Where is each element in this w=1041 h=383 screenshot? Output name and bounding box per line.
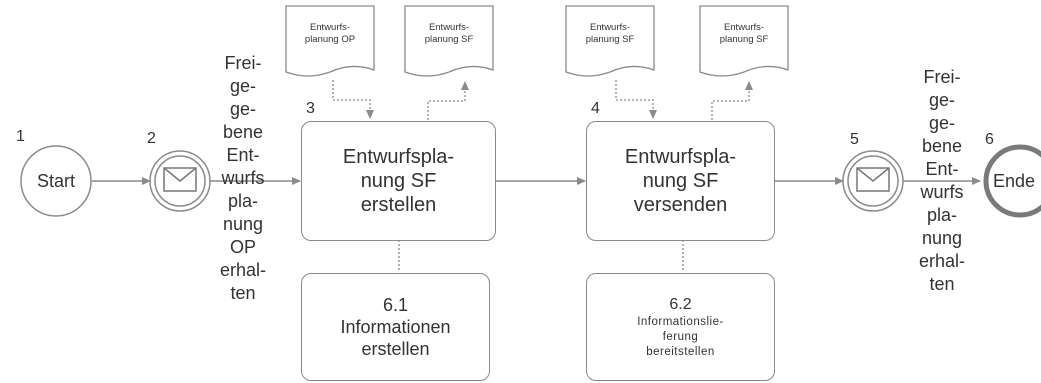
subprocess-6-2: 6.2 Informationslie- ferung bereitstelle… xyxy=(586,273,775,381)
document-label-in-task4: Entwurfs- planung SF xyxy=(585,22,635,45)
end-event-label: Ende xyxy=(993,171,1036,191)
step-number-3: 3 xyxy=(306,100,315,117)
association-task3-doc-out xyxy=(427,81,469,120)
start-event-circle xyxy=(20,145,92,217)
step-number-1: 1 xyxy=(16,128,25,145)
end-event-circle xyxy=(983,144,1041,218)
document-label-out-task4: Entwurfs- planung SF xyxy=(719,22,769,45)
start-event-label: Start xyxy=(36,171,75,191)
task-entwurfsplanung-erstellen: Entwurfspla- nung SF erstellen xyxy=(301,121,496,241)
step-number-6: 6 xyxy=(985,131,994,148)
document-shape-in-task4 xyxy=(565,5,655,77)
subprocess-6-1: 6.1 Informationen erstellen xyxy=(301,273,490,381)
document-label-out-task3: Entwurfs- planung SF xyxy=(424,22,474,45)
step-number-5: 5 xyxy=(850,131,859,148)
envelope-icon xyxy=(163,167,197,192)
subprocess-label: 6.1 Informationen erstellen xyxy=(340,295,451,359)
message-event-2-label: Frei- ge- ge- bene Ent- wurfs pla- nung … xyxy=(219,53,267,303)
association-task4-doc-out xyxy=(711,81,753,120)
association-doc-in-task4 xyxy=(615,80,657,119)
step-number-2: 2 xyxy=(147,130,156,147)
association-doc-in-task3 xyxy=(332,80,374,119)
task-label: Entwurfspla- nung SF versenden xyxy=(624,146,737,216)
message-event-5-label: Frei- ge- ge- bene Ent- wurfs pla- nung … xyxy=(918,67,966,294)
task-label: Entwurfspla- nung SF erstellen xyxy=(342,146,455,216)
subprocess-number: 6.2 xyxy=(669,295,692,313)
document-label-in-task3: Entwurfs- planung OP xyxy=(304,22,356,45)
document-shape-out-task3 xyxy=(404,5,494,77)
step-number-4: 4 xyxy=(591,100,600,117)
task-entwurfsplanung-versenden: Entwurfspla- nung SF versenden xyxy=(586,121,775,241)
document-shape-out-task4 xyxy=(699,5,789,77)
subprocess-label: Informationslie- ferung bereitstellen xyxy=(637,315,724,358)
document-shape-in-task3 xyxy=(285,5,375,77)
envelope-icon xyxy=(856,167,890,192)
